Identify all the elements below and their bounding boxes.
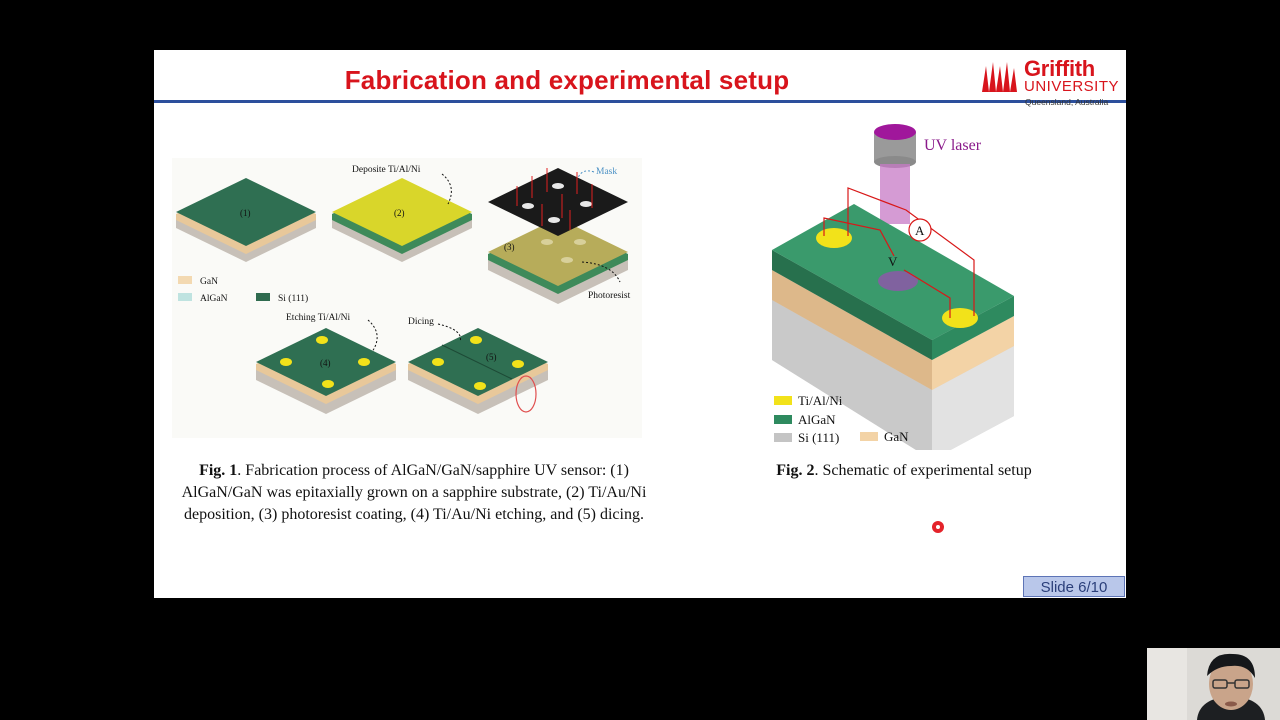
legend-swatch-gan bbox=[860, 432, 878, 441]
legend-label-algan: AlGaN bbox=[798, 412, 836, 427]
etching-label: Etching Ti/Al/Ni bbox=[286, 313, 350, 323]
legend-swatch-algan bbox=[774, 415, 792, 424]
uv-laser-label: UV laser bbox=[924, 137, 982, 154]
legend-swatch-gan bbox=[178, 276, 192, 284]
fig1-caption-label: Fig. 1 bbox=[199, 462, 238, 479]
fig2-setup-diagram: UV laser A V Ti/Al/Ni AlGaN bbox=[772, 124, 1014, 450]
griffith-logo: Griffith UNIVERSITY Queensland, Australi… bbox=[978, 56, 1120, 108]
step-label-4: (4) bbox=[320, 358, 331, 368]
fig2-caption-text: . Schematic of experimental setup bbox=[814, 462, 1032, 479]
sensor-block bbox=[772, 204, 1014, 450]
logo-location: Queensland, Australia bbox=[1025, 97, 1109, 107]
photoresist-label: Photoresist bbox=[588, 291, 631, 301]
voltmeter-label: V bbox=[888, 254, 898, 269]
photomask bbox=[488, 168, 628, 236]
slide-number-badge: Slide 6/10 bbox=[1023, 576, 1125, 597]
legend-swatch-tialni bbox=[774, 396, 792, 405]
mask-label: Mask bbox=[596, 167, 617, 177]
presenter-webcam[interactable] bbox=[1147, 648, 1280, 720]
griffith-logo-mark-icon bbox=[982, 62, 1017, 92]
presentation-slide: Fabrication and experimental setup Griff… bbox=[154, 50, 1126, 598]
laser-pointer-icon bbox=[932, 521, 944, 533]
step-label-2: (2) bbox=[394, 208, 405, 218]
uv-laser-icon bbox=[874, 124, 916, 224]
wafer-step-3: (3) bbox=[488, 218, 628, 304]
fig2-caption-label: Fig. 2 bbox=[776, 462, 815, 479]
legend-swatch-si bbox=[256, 293, 270, 301]
slide-title: Fabrication and experimental setup bbox=[344, 65, 790, 95]
wafer-step-2: (2) bbox=[332, 178, 472, 262]
presenter-avatar bbox=[1147, 648, 1280, 720]
logo-subtitle: UNIVERSITY bbox=[1024, 78, 1120, 95]
fig2-caption: Fig. 2. Schematic of experimental setup bbox=[744, 460, 1064, 482]
fig1-fabrication-diagram: (1) (2) Deposite Ti/Al/Ni (3) bbox=[172, 158, 642, 438]
title-divider bbox=[154, 100, 1126, 103]
ammeter-icon bbox=[908, 218, 932, 242]
legend-swatch-si bbox=[774, 433, 792, 442]
legend-label-gan: GaN bbox=[200, 277, 218, 287]
legend-label-si: Si (111) bbox=[798, 430, 839, 445]
legend-label-algan: AlGaN bbox=[200, 294, 228, 304]
fig1-caption: Fig. 1. Fabrication process of AlGaN/GaN… bbox=[174, 460, 654, 526]
deposit-label: Deposite Ti/Al/Ni bbox=[352, 165, 421, 175]
ammeter-label: A bbox=[915, 223, 925, 238]
legend-swatch-algan bbox=[178, 293, 192, 301]
fig1-caption-text: . Fabrication process of AlGaN/GaN/sapph… bbox=[181, 462, 647, 523]
circuit-wires bbox=[823, 187, 975, 318]
legend-label-si: Si (111) bbox=[278, 293, 308, 304]
wafer-step-4: (4) bbox=[256, 328, 396, 414]
logo-name: Griffith bbox=[1024, 56, 1095, 81]
dicing-label: Dicing bbox=[408, 317, 434, 327]
dicing-saw-icon bbox=[515, 375, 537, 413]
legend-label-gan: GaN bbox=[884, 429, 909, 444]
step-label-3: (3) bbox=[504, 242, 515, 252]
legend-label-tialni: Ti/Al/Ni bbox=[798, 393, 843, 408]
wafer-step-5: (5) bbox=[408, 328, 548, 414]
wafer-step-1: (1) bbox=[176, 178, 316, 262]
step-label-1: (1) bbox=[240, 208, 251, 218]
step-label-5: (5) bbox=[486, 352, 497, 362]
